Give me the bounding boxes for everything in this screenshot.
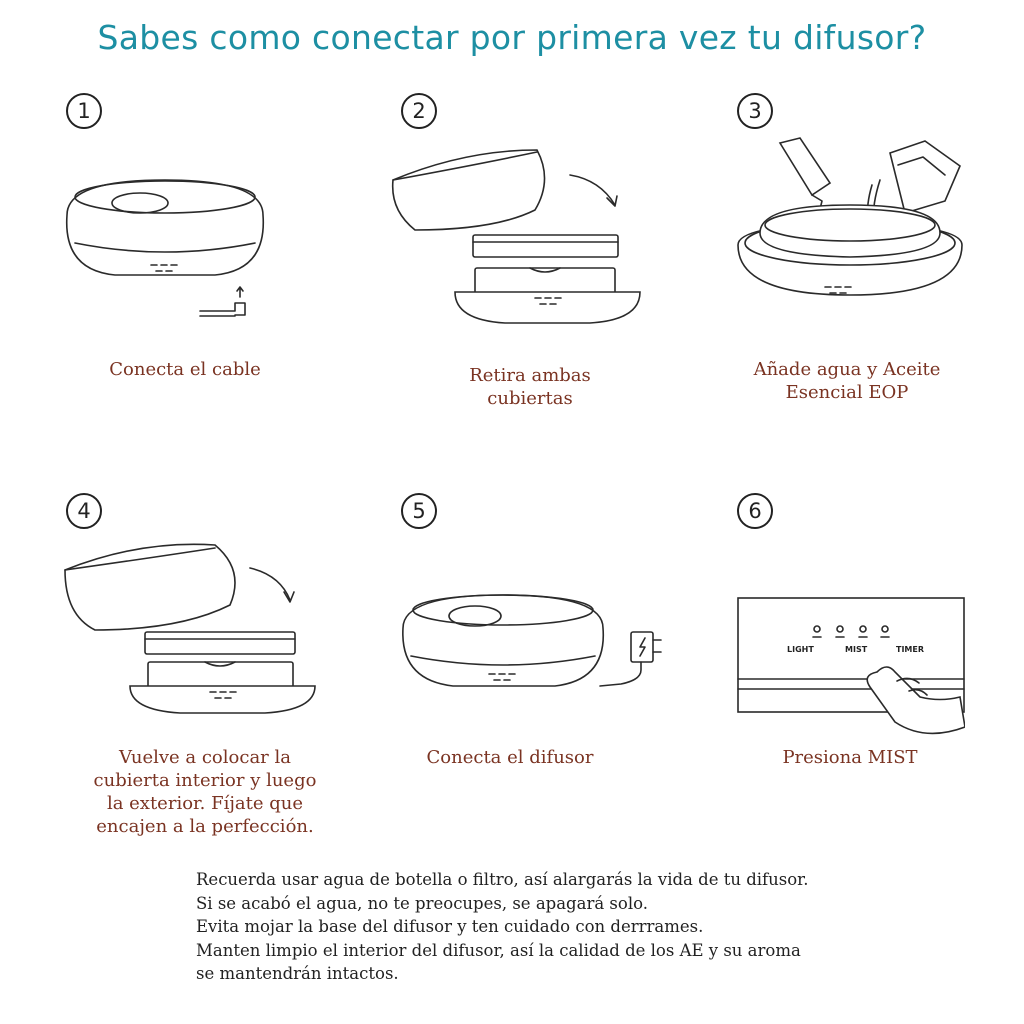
- step-number: 4: [66, 493, 102, 529]
- step-caption: Retira ambas cubiertas: [469, 365, 591, 409]
- plug-diffuser-illustration: [402, 594, 662, 687]
- step-number: 1: [66, 93, 102, 129]
- step-caption: Conecta el difusor: [426, 747, 594, 768]
- note-line: Manten limpio el interior del difusor, a…: [196, 940, 801, 960]
- step-number: 3: [737, 93, 773, 129]
- step-number: 6: [737, 493, 773, 529]
- step-number: 5: [401, 493, 437, 529]
- page-title: Sabes como conectar por primera vez tu d…: [97, 18, 927, 57]
- note-line: se mantendrán intactos.: [196, 964, 399, 983]
- note-line: Recuerda usar agua de botella o filtro, …: [196, 870, 809, 889]
- step-caption: Vuelve a colocar la cubierta interior y …: [93, 747, 317, 837]
- remove-covers-illustration: [391, 149, 641, 324]
- replace-covers-illustration: [64, 543, 316, 714]
- step-caption: Presiona MIST: [782, 747, 918, 768]
- step-caption: Conecta el cable: [109, 359, 261, 380]
- panel-label-light: LIGHT: [787, 645, 814, 654]
- note-line: Evita mojar la base del difusor y ten cu…: [196, 917, 704, 936]
- step-number: 2: [401, 93, 437, 129]
- tips-notes: Recuerda usar agua de botella o filtro, …: [196, 868, 996, 986]
- panel-label-timer: TIMER: [896, 645, 925, 654]
- add-water-oil-illustration: [737, 137, 963, 296]
- panel-label-mist[interactable]: MIST: [845, 645, 868, 654]
- control-panel-illustration: LIGHT MIST TIMER: [737, 597, 965, 742]
- diffuser-with-cable-illustration: [65, 179, 265, 317]
- step-caption: Añade agua y Aceite Esencial EOP: [753, 359, 941, 403]
- note-line: Si se acabó el agua, no te preocupes, se…: [196, 893, 648, 913]
